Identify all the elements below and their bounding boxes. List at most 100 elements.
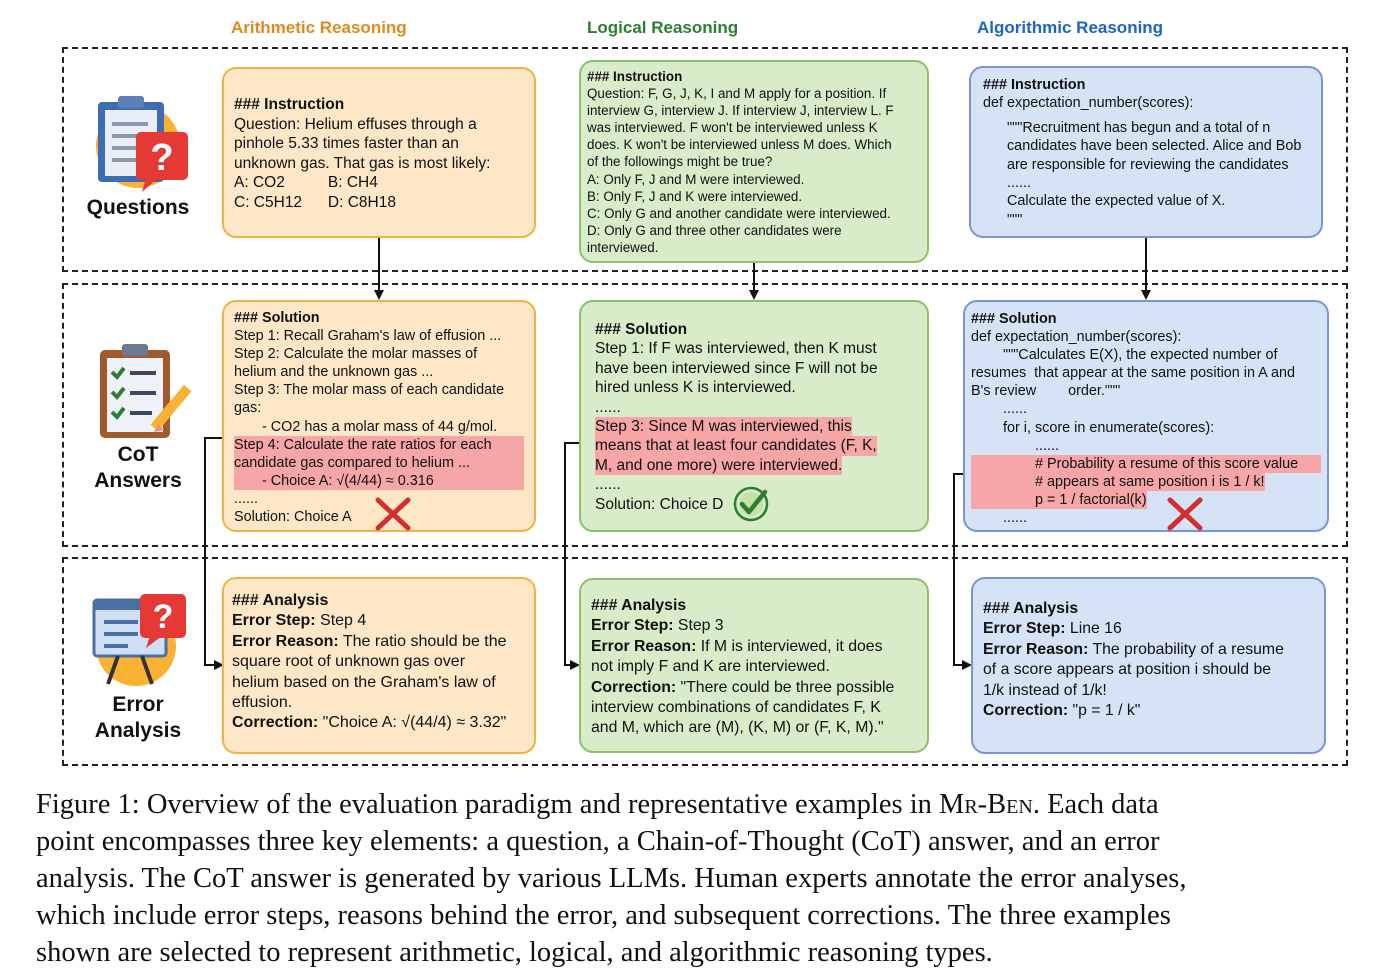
arithmetic-solution-heading: ### Solution [234,310,320,326]
algorithmic-question-line: """Recruitment has begun and a total of … [983,119,1271,136]
logical-error-step: Error Step: Step 3 [591,616,917,636]
algorithmic-analysis-box: ### Analysis Error Step: Line 16 Error R… [971,577,1326,754]
error-reason-value: The probability of a resume [1088,640,1284,658]
logical-solution-heading: ### Solution [595,321,688,338]
arithmetic-question-option: C: C5H12 D: C8H18 [234,193,396,211]
algorithmic-solution-code: ...... [971,401,1027,418]
logical-question-line: interview G, interview J. If interview J… [587,103,894,119]
logical-question-option: D: Only G and three other candidates wer… [587,222,842,238]
algorithmic-question-heading: ### Instruction [983,77,1086,93]
logical-analysis-heading: ### Analysis [591,597,687,614]
algorithmic-error-reason: Error Reason: The probability of a resum… [983,640,1314,660]
algorithmic-question-line: """ [983,211,1023,228]
logical-question-option: C: Only G and another candidate were int… [587,205,891,221]
arithmetic-error-reason: Error Reason: The ratio should be the [232,632,526,652]
error-reason-label: Error Reason: [983,640,1089,658]
algorithmic-analysis-heading: ### Analysis [983,600,1079,617]
arithmetic-error-highlight: candidate gas compared to helium ... [234,453,524,472]
column-title-logical: Logical Reasoning [587,18,739,37]
cot-answers-section [62,283,1348,547]
arithmetic-solution-box: ### Solution Step 1: Recall Graham's law… [222,300,536,532]
correction-value: "Choice A: √(44/4) ≈ 3.32" [318,714,507,732]
arithmetic-analysis-line: helium based on the Graham's law of [232,673,496,691]
algorithmic-solution-box: ### Solution def expectation_number(scor… [963,300,1329,532]
row-label-cot-line1: CoT [117,443,159,466]
algorithmic-error-step: Error Step: Line 16 [983,619,1314,639]
questions-clipboard-icon: ? [96,96,188,192]
cot-checklist-icon [100,344,192,438]
logical-question-option: B: Only F, J and K were interviewed. [587,188,803,204]
logical-solution-step: have been interviewed since F will not b… [595,359,878,377]
error-analysis-section [62,557,1348,766]
algorithmic-question-line: Calculate the expected value of X. [983,193,1226,210]
correct-check-icon [733,486,769,522]
algorithmic-question-line: def expectation_number(scores): [983,95,1194,112]
figure-caption: Figure 1: Overview of the evaluation par… [36,786,1376,971]
error-reason-value: The ratio should be the [338,632,507,650]
caption-name-part: Ben [987,789,1033,820]
arithmetic-error-highlight: - Choice A: √(4/44) ≈ 0.316 [234,471,524,490]
logical-correction: Correction: "There could be three possib… [591,678,917,698]
algorithmic-solution-code: B's review order.""" [971,383,1121,400]
logical-question-line: does. K won't be interviewed unless M do… [587,137,892,153]
row-label-cot: CoT Answers [74,442,202,494]
caption-name-part: Mr [938,789,978,820]
arithmetic-solution-step: - CO2 has a molar mass of 44 g/mol. [234,418,498,435]
logical-question-line: was interviewed. F won't be interviewed … [587,120,878,136]
error-step-value: Step 3 [673,617,724,635]
logical-solution-step: Step 1: If F was interviewed, then K mus… [595,340,877,358]
arithmetic-question-box: ### Instruction Question: Helium effuses… [222,67,536,238]
correction-label: Correction: [591,678,677,696]
correction-label: Correction: [232,714,319,732]
caption-prefix: Figure 1: Overview of the evaluation par… [36,789,939,820]
column-title-arithmetic: Arithmetic Reasoning [231,18,407,37]
caption-line: which include error steps, reasons behin… [36,900,1171,931]
logical-analysis-line: not imply F and K are interviewed. [591,658,830,676]
algorithmic-solution-code: ...... [971,437,1059,454]
row-label-error-line1: Error [112,693,164,716]
logical-analysis-line: and M, which are (M), (K, M) or (F, K, M… [591,719,884,737]
algorithmic-question-box: ### Instruction def expectation_number(s… [969,66,1323,238]
logical-solution-ellipsis: ...... [595,398,621,416]
logical-question-line: Question: F, G, J, K, I and M apply for … [587,86,887,102]
wrong-cross-icon [375,497,411,531]
arithmetic-solution-step: Step 2: Calculate the molar masses of [234,346,478,363]
logical-error-highlight: M, and one more) were interviewed. [595,455,843,476]
caption-line: point encompasses three key elements: a … [36,826,1160,857]
row-label-questions: Questions [86,196,190,219]
caption-name-separator: - [977,789,988,820]
arithmetic-analysis-line: effusion. [232,694,293,712]
algorithmic-question-line: are responsible for reviewing the candid… [983,156,1289,173]
logical-question-option: interviewed. [587,239,659,255]
logical-solution-step: hired unless K is interviewed. [595,379,796,397]
correction-label: Correction: [983,702,1069,720]
logical-error-highlight: Step 3: Since M was interviewed, this [595,417,852,437]
arithmetic-question-line: unknown gas. That gas is most likely: [234,154,491,172]
algorithmic-analysis-line: 1/k instead of 1/k! [983,681,1107,699]
caption-suffix: . Each data [1032,789,1159,820]
caption-line: analysis. The CoT answer is generated by… [36,863,1187,894]
logical-solution-ellipsis: ...... [595,476,621,494]
error-step-label: Error Step: [232,612,316,630]
row-label-error-line2: Analysis [94,719,182,742]
error-reason-label: Error Reason: [232,632,339,650]
arithmetic-analysis-heading: ### Analysis [232,592,329,609]
algorithmic-correction: Correction: "p = 1 / k" [983,701,1314,721]
algorithmic-solution-code: resumes that appear at the same position… [971,365,1295,382]
svg-text:?: ? [153,598,174,636]
arithmetic-correction: Correction: "Choice A: √(44/4) ≈ 3.32" [232,713,526,733]
error-step-value: Step 4 [315,612,367,630]
column-title-algorithmic: Algorithmic Reasoning [977,18,1164,37]
arithmetic-analysis-box: ### Analysis Error Step: Step 4 Error Re… [222,577,536,754]
arithmetic-solution-step: Step 3: The molar mass of each candidate [234,382,505,399]
arithmetic-analysis-line: square root of unknown gas over [232,653,466,671]
arithmetic-error-highlight: Step 4: Calculate the rate ratios for ea… [234,435,524,454]
logical-error-highlight: means that at least four candidates (F, … [595,436,877,456]
error-step-label: Error Step: [983,620,1066,638]
arithmetic-error-step: Error Step: Step 4 [232,611,526,631]
algorithmic-solution-code: for i, score in enumerate(scores): [971,419,1215,436]
wrong-cross-icon [1167,497,1203,531]
algorithmic-analysis-line: of a score appears at position i should … [983,661,1272,679]
logical-question-line: of the followings might be true? [587,154,773,170]
algorithmic-solution-code: """Calculates E(X), the expected number … [971,347,1278,364]
